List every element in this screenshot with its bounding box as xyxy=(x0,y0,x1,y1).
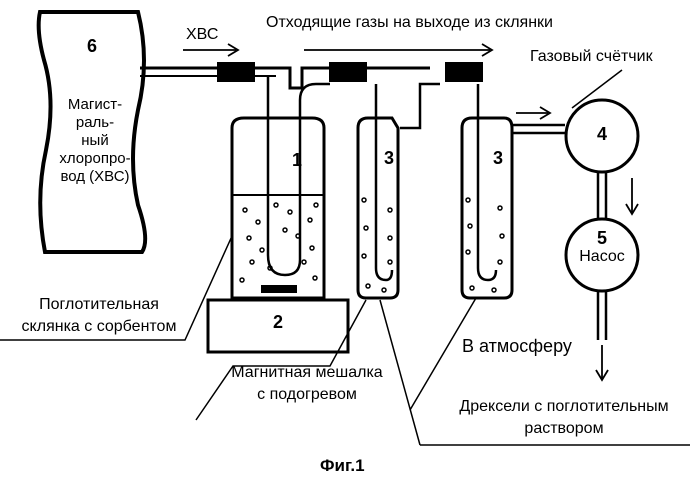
to-atmosphere-label: В атмосферу xyxy=(462,336,572,357)
drexel-right xyxy=(462,118,512,298)
drexels-label-2: раствором xyxy=(444,420,684,438)
right-arrow-icon xyxy=(304,44,492,56)
magnetic-stirrer-label-1: Магнитная мешалка xyxy=(222,364,392,382)
stirrer-number: 2 xyxy=(266,312,290,333)
pipeline-line-2: раль- xyxy=(55,114,135,131)
flask1-inlet-tube xyxy=(268,76,300,275)
drexel-right-dots xyxy=(466,198,504,292)
pipeline-line-4: хлоропро- xyxy=(52,150,138,167)
drexel-left-number: 3 xyxy=(384,148,394,169)
drexel-right-tube xyxy=(478,84,496,280)
absorber-flask-label-2: склянка с сорбентом xyxy=(8,318,190,336)
flask-number: 1 xyxy=(292,150,302,171)
right-arrow-icon xyxy=(516,107,550,119)
link-tube xyxy=(400,84,440,128)
pipeline-line-5: вод (ХВС) xyxy=(50,168,140,185)
meter-to-pump xyxy=(598,172,606,218)
gas-line xyxy=(140,68,430,88)
sorbent-dots xyxy=(240,203,318,282)
hvs-label: ХВС xyxy=(186,26,218,44)
down-arrow-icon xyxy=(596,345,608,380)
drexels-label-1: Дрексели с поглотительным xyxy=(444,398,684,416)
meter-feed xyxy=(512,125,565,133)
stir-bar-icon xyxy=(262,286,296,292)
coupler xyxy=(446,63,482,81)
figure-caption: Фиг.1 xyxy=(320,456,365,476)
pipeline-line-1: Магист- xyxy=(55,96,135,113)
pipeline-number: 6 xyxy=(80,36,104,57)
meter-number: 4 xyxy=(590,124,614,145)
absorber-flask-label-1: Поглотительная xyxy=(14,296,184,314)
coupler xyxy=(218,63,254,81)
coupler xyxy=(330,63,366,81)
pipeline-line-3: ный xyxy=(55,132,135,149)
gas-meter-label: Газовый счётчик xyxy=(530,48,653,66)
pump-exhaust xyxy=(598,291,606,340)
drexel-right-number: 3 xyxy=(493,148,503,169)
pump-label: Насос xyxy=(572,248,632,266)
right-arrow-icon xyxy=(183,44,238,56)
down-arrow-icon xyxy=(626,178,638,214)
drexel-left-tube xyxy=(376,84,392,280)
exhaust-gases-label: Отходящие газы на выходе из склянки xyxy=(266,14,553,32)
magnetic-stirrer-label-2: с подогревом xyxy=(222,386,392,404)
pump-number: 5 xyxy=(590,228,614,249)
